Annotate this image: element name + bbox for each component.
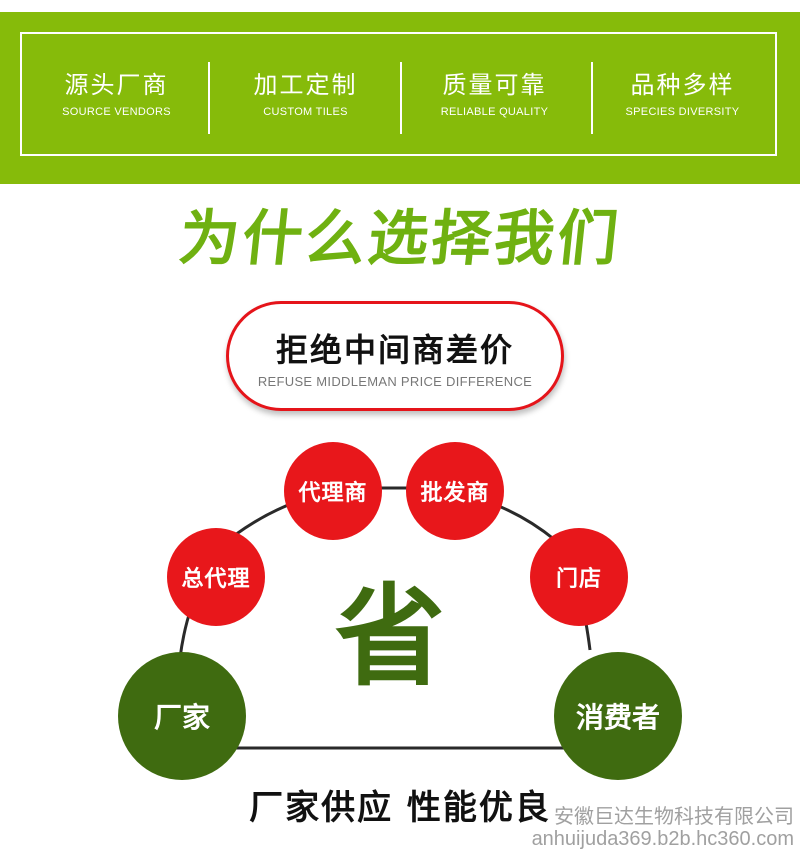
feature-subtitle: SPECIES DIVERSITY (625, 106, 740, 118)
feature-title: 加工定制 (253, 71, 358, 99)
feature-title: 源头厂商 (64, 71, 169, 99)
feature-banner: 源头厂商 SOURCE VENDORS 加工定制 CUSTOM TILES 质量… (0, 12, 800, 184)
node-label: 批发商 (420, 481, 490, 506)
slogan: 厂家供应 性能优良 (249, 788, 551, 828)
node-label: 总代理 (181, 567, 251, 592)
feature-divider (400, 62, 402, 134)
feature-subtitle: CUSTOM TILES (263, 106, 348, 118)
node-label: 厂家 (153, 701, 210, 734)
headline: 为什么选择我们 (175, 204, 625, 274)
feature-divider (591, 62, 593, 134)
feature-custom-tiles: 加工定制 CUSTOM TILES (211, 34, 400, 154)
feature-subtitle: RELIABLE QUALITY (440, 106, 549, 118)
pill-subtitle: REFUSE MIDDLEMAN PRICE DIFFERENCE (257, 374, 533, 389)
supply-chain-diagram: 厂家 总代理 代理商 批发商 门店 消费者 省 (0, 430, 800, 790)
watermark-company: 安徽巨达生物科技有限公司 (554, 806, 794, 828)
middleman-pill: 拒绝中间商差价 REFUSE MIDDLEMAN PRICE DIFFERENC… (226, 301, 564, 411)
feature-subtitle: SOURCE VENDORS (62, 106, 171, 118)
node-manufacturer: 厂家 (118, 652, 246, 780)
node-agent: 代理商 (284, 442, 382, 540)
feature-divider (208, 62, 210, 134)
node-general-agent: 总代理 (167, 528, 265, 626)
feature-frame: 源头厂商 SOURCE VENDORS 加工定制 CUSTOM TILES 质量… (20, 32, 777, 156)
feature-species-diversity: 品种多样 SPECIES DIVERSITY (588, 34, 777, 154)
node-label: 消费者 (575, 701, 660, 734)
save-character: 省 (335, 573, 445, 701)
node-wholesaler: 批发商 (406, 442, 504, 540)
node-label: 代理商 (298, 481, 368, 506)
feature-source-vendors: 源头厂商 SOURCE VENDORS (22, 34, 211, 154)
pill-title: 拒绝中间商差价 (275, 331, 514, 369)
feature-reliable-quality: 质量可靠 RELIABLE QUALITY (400, 34, 589, 154)
node-label: 门店 (555, 567, 602, 592)
watermark: 安徽巨达生物科技有限公司 anhuijuda369.b2b.hc360.com (532, 806, 794, 850)
node-store: 门店 (530, 528, 628, 626)
feature-title: 品种多样 (630, 71, 735, 99)
watermark-url: anhuijuda369.b2b.hc360.com (531, 828, 794, 850)
node-consumer: 消费者 (554, 652, 682, 780)
feature-title: 质量可靠 (442, 71, 547, 99)
